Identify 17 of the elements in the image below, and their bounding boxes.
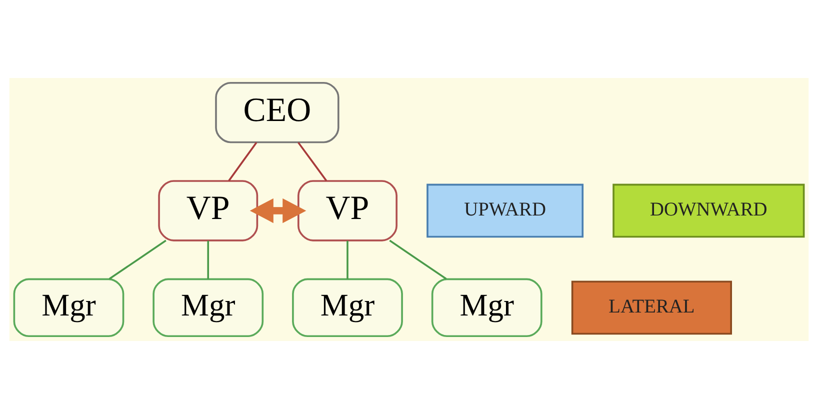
node-box: Mgr [430,278,542,337]
node-box: VP [297,180,397,241]
node-box: UPWARD [426,183,584,238]
connector [297,141,327,181]
node-box: VP [158,180,258,241]
node-box: DOWNWARD [612,183,804,238]
node-box: Mgr [292,278,402,337]
arrow [249,198,306,223]
node-box: Mgr [152,278,264,337]
connector [206,240,209,279]
connector [388,239,446,280]
connector [228,141,257,181]
connector [108,239,166,280]
node-box: CEO [214,81,339,143]
node-box: LATERAL [570,280,732,334]
connector [346,240,348,279]
node-box: Mgr [12,278,124,337]
